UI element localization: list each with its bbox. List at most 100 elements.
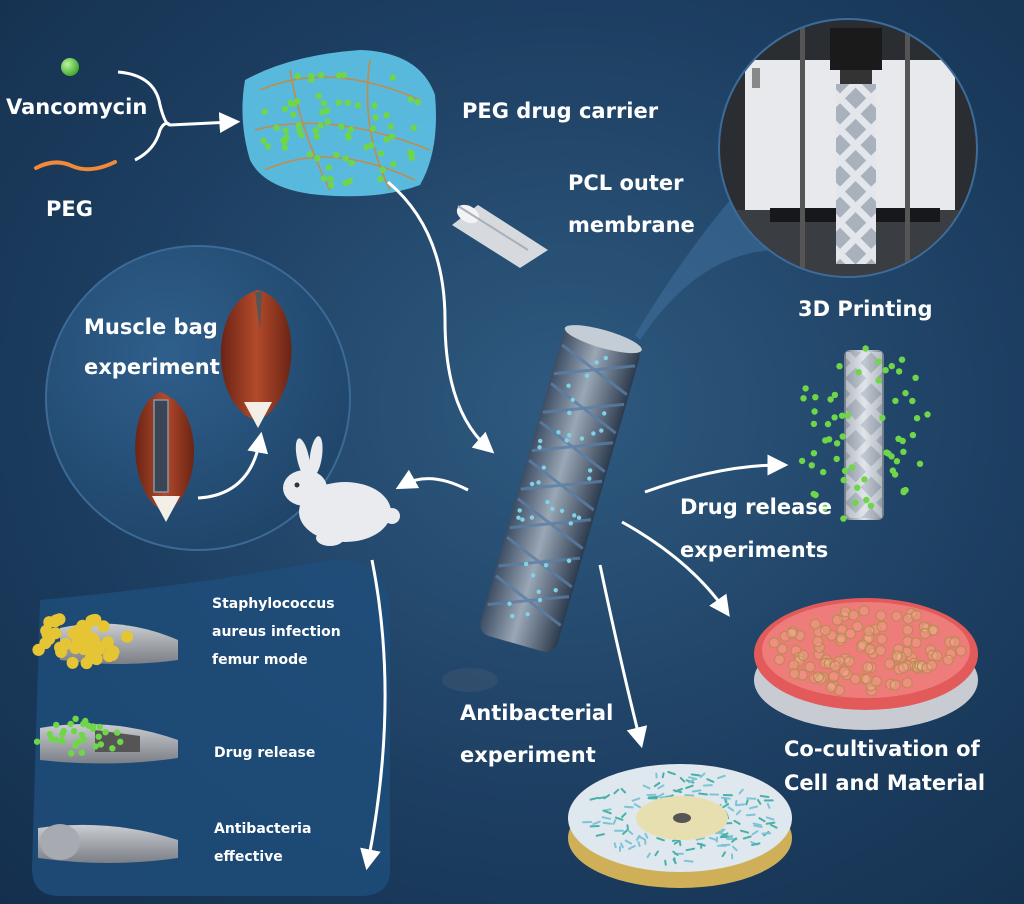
scaffold-particle xyxy=(537,597,543,603)
bacteria-mark xyxy=(721,851,726,858)
bacteria-mark xyxy=(603,794,611,800)
cell-particle xyxy=(858,605,870,617)
cell-particle xyxy=(910,609,923,622)
bacteria-mark xyxy=(685,847,696,852)
scaffold-particle xyxy=(538,438,543,444)
scaffold-particle xyxy=(579,436,585,441)
bacteria-mark xyxy=(722,803,730,809)
carrier-to-scaffold-arrow xyxy=(387,180,495,454)
released-drug-particle xyxy=(898,356,906,363)
scaffold-to-antibacterial-arrow xyxy=(598,564,648,749)
released-drug-particle xyxy=(893,458,901,465)
bacteria-mark xyxy=(758,817,766,823)
bacteria-particle xyxy=(59,638,72,650)
femur-infected-icon xyxy=(32,613,178,670)
scaffold-particle xyxy=(564,438,569,443)
drug-particle xyxy=(294,72,301,80)
bacteria-mark xyxy=(734,799,738,806)
drug-particle xyxy=(369,125,377,132)
bacteria-mark xyxy=(698,792,708,796)
released-drug-particle xyxy=(810,420,818,428)
released-drug-particle xyxy=(892,397,899,405)
cell-particle xyxy=(786,627,798,640)
released-drug-particle xyxy=(909,397,916,405)
released-drug-particle xyxy=(883,449,890,456)
scaffold-to-rabbit-arrow xyxy=(395,469,469,492)
drug-particle xyxy=(283,134,290,141)
cell-particle xyxy=(776,643,789,655)
drug-particle xyxy=(89,723,97,730)
cell-particle xyxy=(847,609,860,621)
bacteria-mark xyxy=(672,858,677,865)
bacteria-mark xyxy=(699,772,706,778)
printer-bubble-tail xyxy=(635,200,780,340)
scaffold-particle xyxy=(587,476,592,481)
scaffold-particle xyxy=(545,499,550,505)
scaffold-particle xyxy=(566,558,572,564)
cell-particle xyxy=(833,684,846,696)
cell-particle xyxy=(869,623,882,635)
cell-particle xyxy=(861,673,873,685)
cell-particle xyxy=(949,636,961,648)
released-drug-particle xyxy=(916,460,924,467)
bacteria-mark xyxy=(733,819,741,825)
drug-particle xyxy=(325,164,333,171)
bacteria-mark xyxy=(727,806,735,812)
drug-particle xyxy=(344,99,352,107)
bacteria-mark xyxy=(769,823,778,829)
scaffold-particle xyxy=(570,397,575,403)
cell-particle xyxy=(838,665,851,678)
drug-particle xyxy=(414,99,421,106)
bacteria-mark xyxy=(620,842,624,849)
antibacterial-label-line2: experiment xyxy=(460,743,596,767)
peg-drug-carrier-icon xyxy=(242,50,436,197)
bacteria-mark xyxy=(642,784,651,790)
drug-particle xyxy=(317,122,324,129)
bacteria-mark xyxy=(672,850,679,856)
bacteria-mark xyxy=(688,776,698,780)
bacteria-mark xyxy=(614,816,624,821)
drug-particle xyxy=(92,743,99,750)
cell-particle xyxy=(844,628,857,640)
vancomycin-molecule-icon xyxy=(61,58,79,76)
drug-particle xyxy=(317,71,325,79)
drug-particle xyxy=(354,102,362,109)
bacteria-mark xyxy=(765,821,776,825)
drug-particle xyxy=(287,99,294,107)
drug-particle xyxy=(281,144,289,151)
drug-particle xyxy=(328,182,335,189)
drug-particle xyxy=(344,132,352,139)
bacteria-mark xyxy=(749,805,759,810)
cell-particle xyxy=(831,614,843,626)
drug-particle xyxy=(335,72,343,79)
bacteria-mark xyxy=(621,812,627,818)
bacteria-mark xyxy=(654,850,659,857)
cell-particle xyxy=(870,675,883,687)
scaffold-particle xyxy=(520,517,525,522)
released-drug-particle xyxy=(827,396,834,403)
drug-particle xyxy=(60,727,67,735)
antibacteria-label-line1: Antibacteria xyxy=(214,821,312,837)
cell-particle xyxy=(788,668,801,680)
drug-particle xyxy=(387,123,395,130)
cell-particle xyxy=(779,630,791,642)
released-drug-particle xyxy=(861,476,868,483)
bacteria-mark xyxy=(612,819,617,825)
bacteria-particle xyxy=(90,653,103,666)
released-drug-particle xyxy=(831,391,839,399)
scaffold-particle xyxy=(517,508,522,513)
cell-particle xyxy=(874,644,887,657)
bacteria-mark xyxy=(661,772,665,779)
released-drug-particle xyxy=(839,433,846,440)
scaffold-particle xyxy=(530,573,536,578)
drug-particle xyxy=(338,123,345,130)
drug-particle xyxy=(114,729,121,736)
drug-particle xyxy=(260,137,267,144)
pcl-label-line1: PCL outer xyxy=(568,171,684,195)
3d-printer-scene xyxy=(720,20,976,276)
cell-particle xyxy=(835,632,847,644)
bacteria-particle xyxy=(53,613,66,626)
bacteria-mark xyxy=(653,782,661,788)
muscle-arrow xyxy=(197,431,269,500)
